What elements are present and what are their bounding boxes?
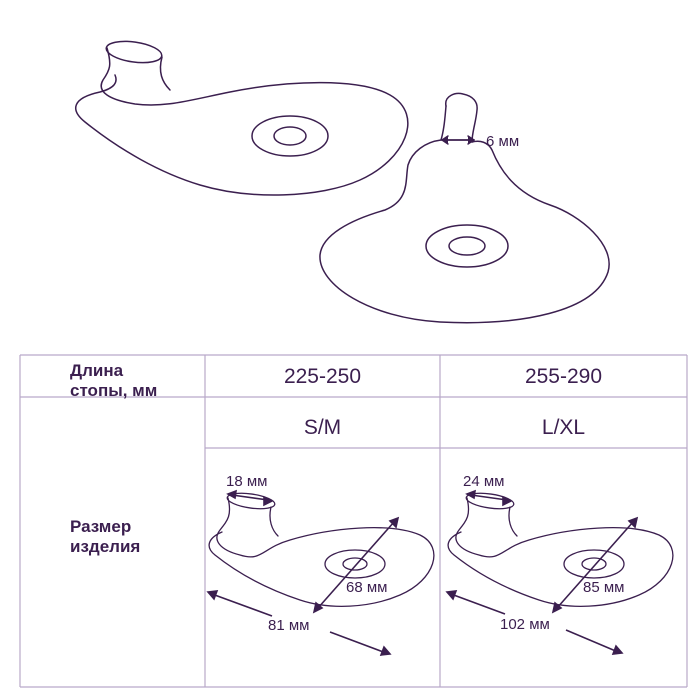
pad-ring-inner — [273, 126, 307, 146]
pad-ring-inner — [448, 236, 486, 256]
toe-loop-side — [159, 56, 171, 91]
row-header-product-size-line1: Размер — [70, 517, 132, 536]
size-sm: S/M — [303, 416, 342, 439]
lxl-insole-sketch — [447, 492, 674, 607]
row-header-foot-length-line1: Длина — [70, 361, 124, 380]
sm-loop-width-label: 18 мм — [226, 473, 267, 490]
lxl-total-length-label: 102 мм — [500, 616, 550, 633]
toe-loop-opening — [105, 40, 163, 64]
pad-ring-outer — [251, 115, 329, 157]
insole-front-outline — [319, 139, 610, 324]
foot-length-sm: 225-250 — [283, 365, 362, 388]
size-lxl: L/XL — [541, 416, 586, 439]
sm-pad-width-label: 68 мм — [346, 579, 387, 596]
toe-loop-front — [445, 92, 478, 143]
sm-insole-sketch — [208, 492, 435, 607]
lxl-loop-width-label: 24 мм — [463, 473, 504, 490]
sm-total-length-label: 81 мм — [268, 617, 309, 634]
insole-back — [75, 40, 409, 196]
row-header-foot-length-line2: стопы, мм — [70, 381, 158, 400]
product-illustration: 6 мм — [75, 40, 610, 324]
row-header-product-size: Размер изделия — [70, 517, 140, 557]
size-table: 18 мм 68 мм 81 мм 24 мм 85 мм 102 мм Дли… — [0, 340, 700, 700]
sm-dimensions — [206, 489, 400, 656]
foot-length-lxl: 255-290 — [524, 365, 603, 388]
lxl-pad-width-label: 85 мм — [583, 579, 624, 596]
insole-front — [319, 92, 610, 324]
toe-width-dimension — [441, 135, 475, 145]
row-header-product-size-line2: изделия — [70, 537, 141, 556]
toe-width-label: 6 мм — [486, 133, 519, 150]
table-grid: 18 мм 68 мм 81 мм 24 мм 85 мм 102 мм — [19, 354, 688, 688]
insole-back-outline — [75, 47, 409, 196]
row-header-foot-length: Длина стопы, мм — [70, 361, 157, 401]
pad-ring-outer — [425, 224, 509, 268]
lxl-dimensions — [445, 489, 639, 655]
